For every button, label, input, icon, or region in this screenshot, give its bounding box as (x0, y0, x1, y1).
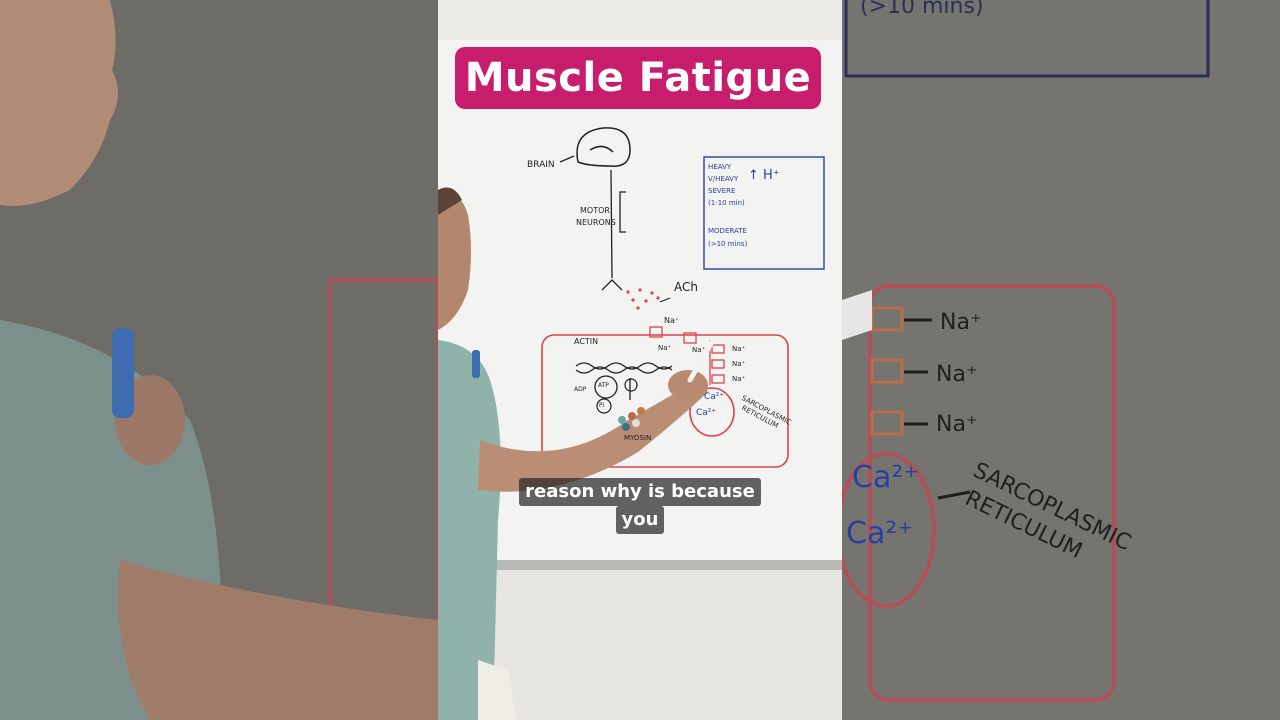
board-tray (478, 560, 842, 570)
sarcoplasmic-reticulum (689, 387, 735, 437)
title-banner: Muscle Fatigue (455, 47, 821, 109)
label-ca-1: Ca²⁺ (704, 392, 725, 402)
label-atp: ATP (598, 382, 609, 389)
right-na-1: Na⁺ (940, 310, 982, 335)
atp-circle (594, 375, 618, 399)
left-blurred-background (0, 0, 438, 720)
right-red-outline (868, 284, 1116, 702)
intensity-box (703, 156, 825, 270)
held-marker (687, 339, 715, 383)
right-na-3: Na⁺ (936, 412, 978, 437)
label-na-3: Na⁺ (692, 346, 706, 354)
caption-line-1: reason why is because (519, 478, 761, 506)
motor-neuron-line (610, 169, 613, 279)
label-myosin: MYOSIN (624, 434, 652, 442)
right-background-scene (842, 0, 1280, 720)
video-title: Muscle Fatigue (464, 55, 812, 101)
right-ca-1: Ca²⁺ (852, 460, 920, 495)
intensity-moderate: MODERATE (708, 227, 747, 235)
presenter-arm (478, 378, 708, 492)
intensity-hplus: ↑ H⁺ (748, 168, 780, 183)
intensity-vheavy: V/HEAVY (708, 175, 739, 183)
left-marker (112, 328, 134, 418)
label-neurons: NEURONS (576, 218, 616, 227)
presenter-hand (668, 370, 708, 400)
right-top-text: (>10 mins) (860, 0, 984, 19)
label-pi: Pi (599, 402, 605, 409)
left-face (0, 0, 119, 206)
label-actin: ACTIN (574, 337, 599, 346)
label-brain: BRAIN (527, 160, 555, 170)
whiteboard-scene (438, 0, 842, 720)
left-arm (118, 560, 438, 720)
right-marker-tip (842, 290, 872, 340)
ach-dots (626, 288, 660, 310)
right-sr-circle (842, 452, 936, 608)
presenter-face (438, 189, 471, 330)
intensity-severe-time: (1-10 min) (708, 199, 745, 207)
intensity-heavy: HEAVY (708, 163, 732, 171)
presenter-shirt (438, 340, 501, 720)
intensity-moderate-time: (>10 mins) (708, 240, 748, 248)
label-ca-2: Ca²⁺ (696, 408, 717, 418)
main-video-frame: BRAIN MOTOR NEURONS ACh ACTIN ATP ADP Pi… (438, 0, 842, 720)
label-na-1: Na⁺ (664, 316, 680, 325)
label-ach: ACh (674, 280, 698, 294)
muscle-cell (541, 334, 789, 468)
right-receptors (870, 306, 904, 436)
brain-drawing (576, 127, 631, 167)
subtitle-caption: reason why is because you (438, 478, 842, 534)
caption-line-2: you (615, 506, 665, 534)
label-na-4: Na⁺ (732, 345, 746, 353)
left-background-scene (0, 0, 438, 720)
right-arrows (904, 318, 971, 500)
actin-filament (575, 362, 673, 370)
bead-bracelet (618, 407, 645, 431)
right-ca-2: Ca²⁺ (846, 516, 914, 551)
right-na-2: Na⁺ (936, 362, 978, 387)
right-blue-box (844, 0, 1210, 78)
label-na-6: Na⁺ (732, 375, 746, 383)
label-na-5: Na⁺ (732, 360, 746, 368)
label-na-2: Na⁺ (658, 344, 672, 352)
label-adp: ADP (574, 386, 587, 393)
intensity-severe: SEVERE (708, 187, 736, 195)
second-marker (472, 350, 480, 378)
label-motor: MOTOR (580, 206, 610, 215)
right-blurred-background: (>10 mins) Na⁺ Na⁺ Na⁺ Ca²⁺ Ca²⁺ SARCOPL… (842, 0, 1280, 720)
